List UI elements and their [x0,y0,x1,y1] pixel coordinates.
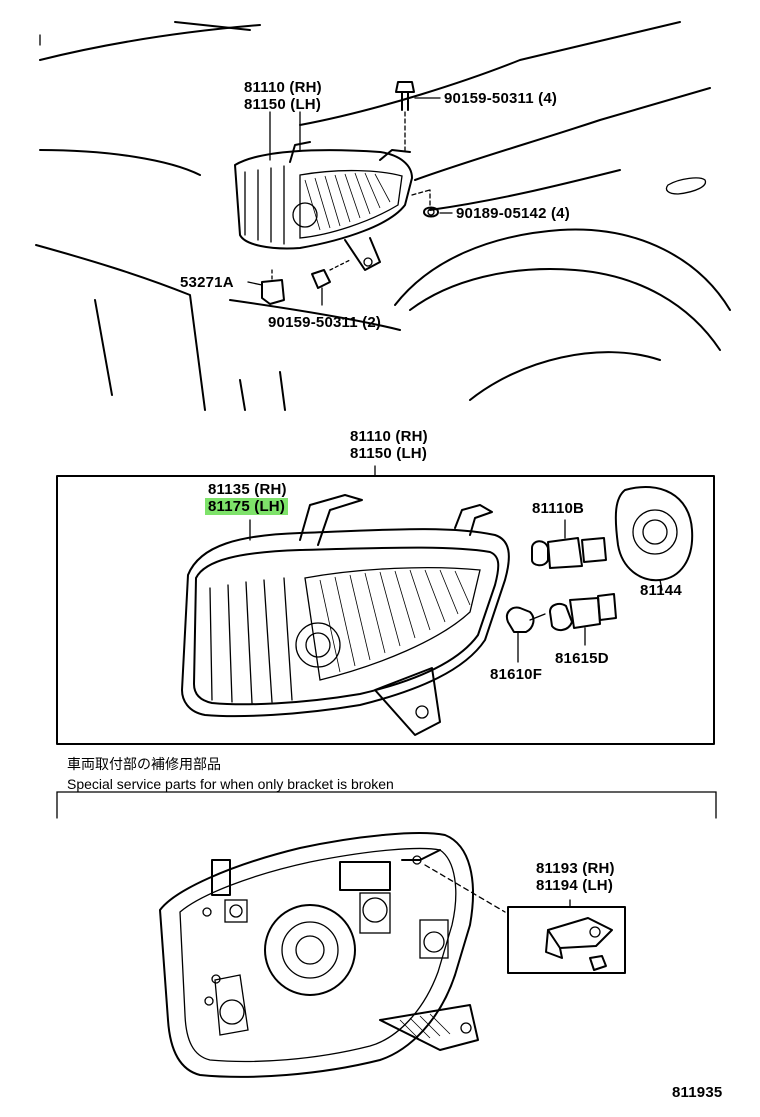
socket-cover-label: 81144 [640,582,682,599]
bracket-rh-label: 81193 (RH) [536,860,615,877]
nut-label: 90189-05142 (4) [456,205,570,222]
bracket-section-frame [56,791,717,819]
figure-number: 811935 [672,1084,723,1101]
bracket-inset-box [507,906,626,974]
vehicle-body-outline [35,21,731,411]
detail-assembly-lh-label: 81150 (LH) [350,445,428,462]
clip-label: 53271A [180,274,234,291]
top-bolt-label: 90159-50311 (4) [444,90,558,107]
lens-rh-label: 81135 (RH) [208,481,287,498]
head-bulb-label: 81110B [532,500,585,517]
bracket-part-drawing [545,899,613,971]
top-headlamp-drawing [234,141,413,271]
bracket-section-title-jp: 車両取付部の補修用部品 [67,756,221,772]
bracket-lh-label: 81194 (LH) [536,877,614,894]
top-fasteners [247,81,453,306]
bracket-housing-drawing [159,832,506,1078]
side-bulb-label: 81610F [490,666,543,683]
detail-headlamp-drawing [181,494,510,736]
top-assembly-lh-label: 81150 (LH) [244,96,322,113]
top-assembly-rh-label: 81110 (RH) [244,79,322,96]
lens-lh-label-highlighted: 81175 (LH) [205,498,289,515]
bracket-section-title-en: Special service parts for when only brac… [67,776,394,792]
detail-assembly-rh-label: 81110 (RH) [350,428,428,445]
detail-box [56,475,715,745]
detail-bulb-parts [506,485,694,663]
side-socket-label: 81615D [555,650,609,667]
bottom-bolt-label: 90159-50311 (2) [268,314,382,331]
